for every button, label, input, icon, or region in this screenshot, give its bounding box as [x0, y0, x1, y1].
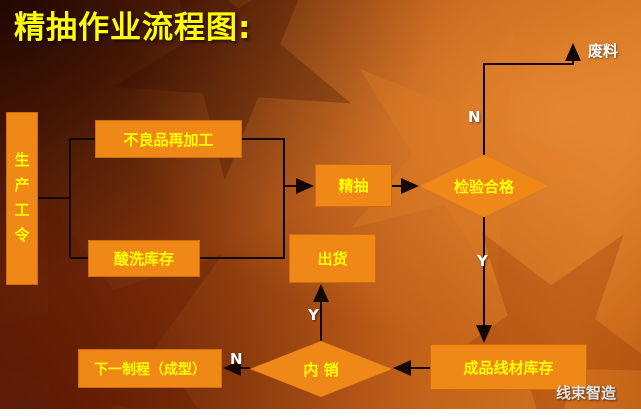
edge-label-inspection-no: N — [468, 108, 481, 126]
edge-label-domestic-yes: Y — [308, 306, 319, 324]
node-rework: 不良品再加工 — [95, 120, 242, 158]
edge-label-domestic-no: N — [230, 350, 243, 368]
watermark: 线束智造 — [556, 384, 617, 402]
edge-label-scrap: 废料 — [588, 42, 619, 60]
node-pickling-stock: 酸洗库存 — [88, 240, 200, 277]
bottom-strip — [0, 409, 641, 418]
node-finished-wire-stock: 成品线材库存 — [430, 344, 587, 390]
page-title: 精抽作业流程图: — [14, 10, 252, 46]
node-fine-drawing: 精抽 — [315, 164, 392, 207]
node-shipping: 出货 — [289, 234, 376, 283]
node-next-process: 下一制程（成型） — [78, 349, 222, 388]
edge-label-inspection-yes: Y — [477, 252, 488, 270]
node-production-order: 生产工令 — [6, 112, 38, 285]
